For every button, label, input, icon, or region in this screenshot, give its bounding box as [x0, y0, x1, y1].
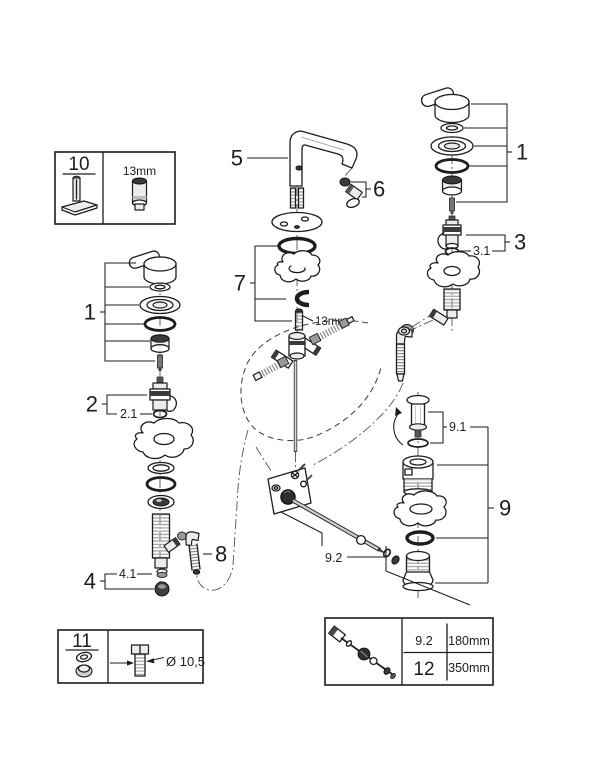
o-ring — [143, 316, 177, 332]
waste-o-ring — [405, 530, 435, 546]
pivot-ball-cap — [280, 489, 296, 505]
o-ring — [145, 476, 177, 492]
wrench-size-note: 13mm — [315, 316, 347, 328]
rod-kit-icon — [328, 625, 396, 680]
cartridge-cap — [150, 334, 170, 353]
threaded-shank — [151, 513, 181, 569]
callout-handle-right: 1 — [516, 140, 528, 165]
cartridge-right: 3.1 3 — [437, 215, 526, 258]
spout: 5 — [231, 130, 358, 209]
callout-handle-left: 1 — [84, 300, 96, 325]
callout-pull-rod: 9.2 — [325, 551, 342, 565]
cartridge-left: 2.1 2 — [86, 376, 177, 421]
fixing-box-11: 11 Ø 10,5 — [57, 629, 205, 684]
tool-box-10: 10 13mm — [54, 151, 176, 225]
flex-hose-8: 8 — [177, 531, 227, 575]
handle-stack-left: 1 — [84, 250, 181, 371]
hose-nut — [177, 531, 187, 541]
fixing-nut — [154, 581, 170, 597]
handle-screw — [449, 197, 455, 214]
hose-route-left — [196, 429, 249, 591]
clamp-plate — [274, 250, 321, 283]
rotation-arrow — [393, 413, 404, 446]
rod-table-row2-length: 350mm — [448, 661, 490, 675]
fixing-box-number: 11 — [72, 631, 92, 652]
mousseur: 6 — [339, 177, 385, 209]
basin-cloud — [393, 490, 447, 527]
rod-box-frame — [324, 617, 494, 686]
washer-icon — [75, 651, 93, 663]
o-ring — [434, 158, 470, 174]
rod-o-ring — [382, 548, 392, 558]
port-nut — [397, 326, 411, 336]
washer — [147, 461, 175, 475]
callout-cartridge-left: 2 — [86, 392, 98, 417]
tee-connector — [252, 316, 355, 452]
rod-route-right — [312, 382, 404, 466]
nut-icon — [75, 664, 93, 678]
deck-cloud — [426, 251, 481, 288]
waste-upper-body — [402, 455, 434, 496]
allen-key-icon — [61, 175, 98, 216]
shank-side-port — [428, 308, 449, 326]
rod-table-row1-ref: 9.2 — [415, 634, 432, 648]
handle-screw — [157, 354, 163, 371]
fixing-set-4: 4.1 4 — [84, 567, 170, 597]
hose-route-loop — [240, 320, 382, 442]
shank-right — [397, 251, 481, 336]
dimension-arrow-left — [127, 660, 134, 666]
cartridge-cap — [441, 175, 463, 196]
deck-cloud — [133, 417, 194, 460]
spout-sensor-dot — [295, 165, 303, 171]
callout-escutcheon-set: 7 — [234, 271, 246, 296]
callout-waste-plug: 9.1 — [449, 420, 466, 434]
callout-waste-set: 9 — [499, 496, 511, 521]
ring — [149, 282, 171, 292]
hose-lower — [252, 355, 290, 382]
waste-plug: 9.1 — [393, 394, 488, 448]
horseshoe-bracket — [294, 289, 310, 308]
shank-left-column: 8 4.1 4 — [84, 417, 227, 597]
spout-shanks — [289, 187, 305, 209]
socket-bit-icon — [131, 177, 148, 211]
hose-upper — [308, 316, 355, 346]
waste-set: 9.1 9 — [393, 394, 511, 592]
callout-mousseur: 6 — [373, 177, 385, 202]
mousseur-ring — [339, 177, 351, 187]
base-flange — [271, 211, 323, 233]
callout-spout: 5 — [231, 146, 243, 171]
retaining-clip — [165, 395, 177, 412]
rod-seal — [391, 555, 400, 565]
callout-fixing-nut: 4 — [84, 569, 96, 594]
ring — [440, 122, 464, 134]
mounting-stud — [294, 308, 304, 331]
callout-fixing-washer: 4.1 — [119, 567, 136, 581]
waste-lower-body — [402, 550, 434, 592]
escutcheon-set: 7 13mm — [234, 211, 347, 331]
seal-left-o-ring — [152, 409, 168, 419]
rod-kit-box-12: 9.2 180mm 12 350mm — [324, 617, 494, 686]
tool-box-number: 10 — [68, 154, 89, 175]
stud-diameter: Ø 10,5 — [166, 654, 205, 669]
pivot-rod — [290, 498, 384, 553]
handle-stack-right: 1 — [420, 87, 528, 214]
retaining-clip — [437, 232, 449, 250]
callout-seal-left: 2.1 — [120, 407, 137, 421]
stud-diagram: Ø 10,5 — [110, 644, 205, 677]
pivot-washer — [271, 484, 281, 492]
callout-cartridge-right: 3 — [514, 230, 526, 255]
callout-flex-hose: 8 — [215, 542, 227, 567]
plug-o-ring — [407, 438, 429, 448]
tool-box-size: 13mm — [123, 164, 156, 178]
popup-rod-assembly: 9.2 — [267, 463, 471, 606]
dimension-arrow-right — [146, 658, 155, 664]
rod-table-row1-length: 180mm — [448, 634, 490, 648]
rod-table-row2-ref: 12 — [413, 659, 434, 680]
callout-seal-right: 3.1 — [473, 244, 490, 258]
hose-routes — [196, 320, 404, 591]
